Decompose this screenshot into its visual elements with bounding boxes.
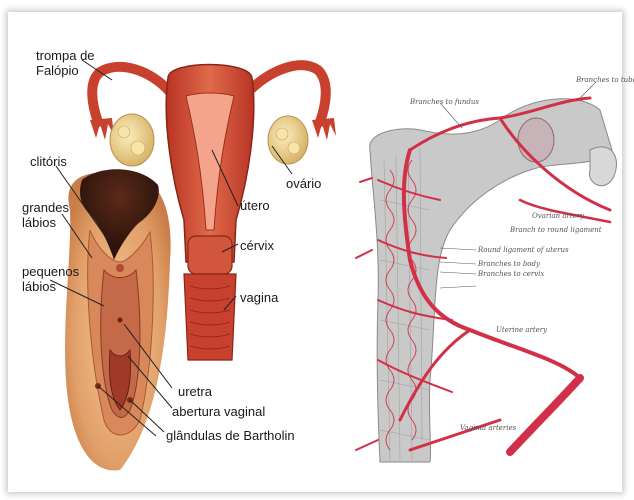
ovary-left [110, 114, 154, 166]
vulva-diagram [65, 169, 171, 470]
label-round-ligament-uterus: Round ligament of uterus [478, 246, 569, 254]
label-labia-minora: pequenos lábios [22, 264, 79, 294]
urethra-mark [118, 318, 123, 323]
label-ovarian-artery: Ovarian artery [532, 212, 584, 220]
label-cervix: cérvix [240, 238, 274, 253]
tube-fimbriae [589, 147, 616, 186]
label-ovary: ovário [286, 176, 321, 191]
fallopian-tube-right [248, 65, 326, 122]
label-clitoris: clitóris [30, 154, 67, 169]
label-uterus: útero [240, 198, 270, 213]
label-vagina: vagina [240, 290, 278, 305]
label-fallopian-tube: trompa de Falópio [36, 48, 95, 78]
label-labia-majora: grandes lábios [22, 200, 69, 230]
label-branches-fundus: Branches to fundus [410, 98, 479, 106]
label-vaginal-arteries: Vaginal arteries [460, 424, 516, 432]
fimbriae-right [312, 118, 336, 140]
uterine-artery-main [510, 378, 580, 452]
label-branches-cervix: Branches to cervix [478, 270, 544, 278]
label-uterine-artery: Uterine artery [496, 326, 547, 334]
label-urethra: uretra [178, 384, 212, 399]
label-fallopian-tube-text: trompa de Falópio [36, 48, 95, 78]
ovary-right [268, 116, 308, 164]
clitoris-mark [116, 264, 124, 272]
label-vaginal-opening: abertura vaginal [172, 404, 265, 419]
label-branches-tube: Branches to tube [576, 76, 634, 84]
label-branches-body: Branches to body [478, 260, 540, 268]
cervix [188, 236, 232, 274]
label-branch-round-ligament: Branch to round ligament [510, 226, 602, 234]
ovary-right-panel [518, 118, 554, 162]
label-bartholin-glands: glândulas de Bartholin [166, 428, 295, 443]
